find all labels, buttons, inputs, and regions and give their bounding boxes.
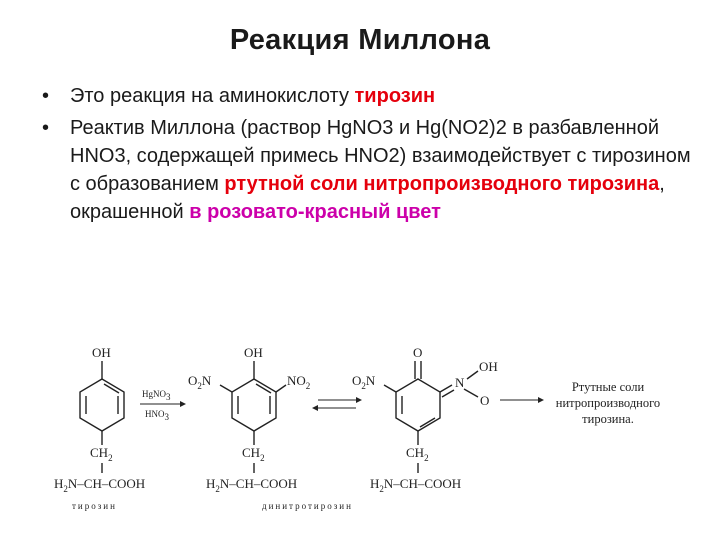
quinoid-structure: O O2N N OH O CH2 H2N–CH–COOH (352, 345, 498, 494)
reagent-hgno3: HgNO (142, 389, 166, 399)
dinitrotyrosine-caption: динитротирозин (262, 501, 353, 511)
amino-acid-label: H (54, 476, 63, 491)
svg-text:O2N: O2N (352, 373, 376, 391)
page-title: Реакция Миллона (229, 24, 491, 56)
product-line-2: нитропроизводного (556, 396, 660, 410)
reagent-hno3: HNO (145, 409, 165, 419)
ch2-label: CH (406, 445, 424, 460)
svg-text:CH2: CH2 (406, 445, 429, 463)
oh-label: OH (244, 345, 263, 360)
svg-text:HNO3: HNO3 (145, 409, 170, 422)
svg-text:H2N–CH–COOH: H2N–CH–COOH (206, 476, 297, 494)
product-label: Ртутные соли нитропроизводного тирозина. (556, 380, 660, 426)
bullet-1-text: Это реакция на аминокислоту (70, 85, 355, 107)
reagent-arrow: HgNO3 HNO3 (140, 389, 186, 422)
ch2-label: CH (242, 445, 260, 460)
bullet-dot: • (42, 117, 50, 139)
no2-label: NO (287, 373, 306, 388)
bullet-2-middle: , окрашенной (70, 173, 665, 223)
o2n-label: O (188, 373, 197, 388)
svg-text:NO2: NO2 (287, 373, 310, 391)
product-line-3: тирозина. (582, 412, 634, 426)
highlight-tyrosine: тирозин (354, 85, 436, 107)
oh-label: OH (92, 345, 111, 360)
svg-text:H2N–CH–COOH: H2N–CH–COOH (370, 476, 461, 494)
amino-acid-label: H (370, 476, 379, 491)
tyrosine-caption: тирозин (72, 501, 117, 511)
bullet-list: • Это реакция на аминокислоту тирозин • … (40, 82, 700, 226)
bullet-item-2: • Реактив Миллона (раствор HgNO3 и Hg(NO… (40, 114, 700, 226)
dinitrotyrosine-structure: OH O2N NO2 CH2 H2N–CH–COOH (188, 345, 310, 494)
n-o-label: O (480, 393, 489, 408)
bullet-2-text: Реактив Миллона (раствор HgNO3 и Hg(NO2)… (70, 117, 691, 195)
bullet-dot: • (42, 85, 50, 107)
n-oh-label: OH (479, 359, 498, 374)
product-line-1: Ртутные соли (572, 380, 645, 394)
n-atom-label: N (455, 375, 465, 390)
svg-text:CH2: CH2 (90, 445, 113, 463)
ketone-o-label: O (413, 345, 422, 360)
highlight-mercury-salt: ртутной соли нитропроизводного тирозина (224, 173, 660, 195)
svg-text:HgNO3: HgNO3 (142, 389, 171, 402)
tyrosine-structure: OH CH2 H2N–CH–COOH тирозин (54, 345, 145, 511)
highlight-color: в розовато-красный цвет (189, 201, 441, 223)
o2n-label: O (352, 373, 361, 388)
equilibrium-arrows (312, 397, 362, 411)
svg-text:H2N–CH–COOH: H2N–CH–COOH (54, 476, 145, 494)
amino-acid-label: H (206, 476, 215, 491)
svg-text:O2N: O2N (188, 373, 212, 391)
ch2-label: CH (90, 445, 108, 460)
reaction-scheme: OH CH2 H2N–CH–COOH тирозин HgNO3 HNO3 OH… (54, 345, 660, 511)
product-arrow (500, 397, 544, 403)
bullet-item-1: • Это реакция на аминокислоту тирозин (40, 82, 700, 110)
svg-text:CH2: CH2 (242, 445, 265, 463)
